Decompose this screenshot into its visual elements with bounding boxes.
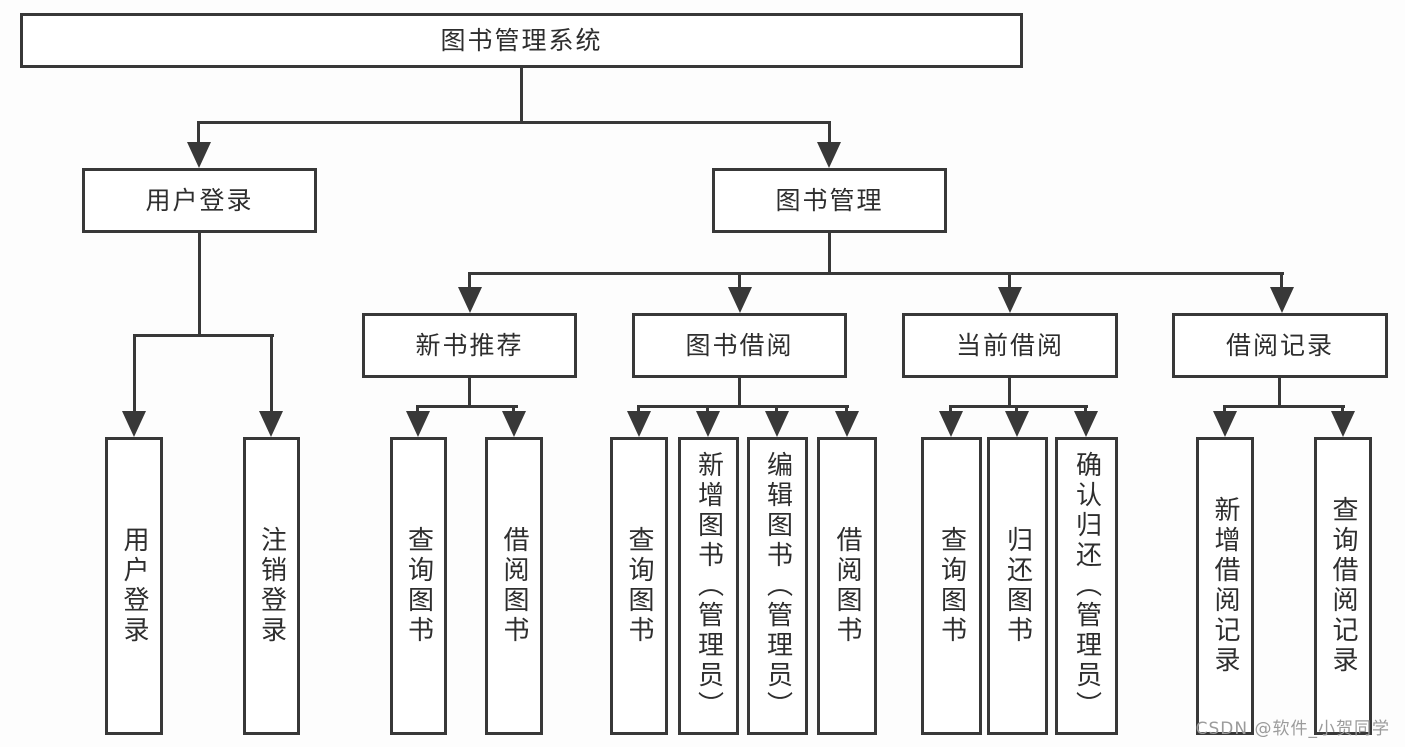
arrow-down-icon (1213, 411, 1237, 437)
arrow-down-icon (406, 411, 430, 437)
connector-line (270, 334, 273, 414)
node-current-borrowing: 当前借阅 (902, 313, 1118, 378)
connector-line (520, 68, 523, 122)
leaf-borrow-books: 借阅图书 (817, 437, 877, 735)
leaf-confirm-return-admin: 确认归还（管理员） (1055, 437, 1118, 735)
connector-line (1223, 405, 1345, 408)
arrow-down-icon (1270, 287, 1294, 313)
node-new-book-recommend: 新书推荐 (362, 313, 577, 378)
connector-line (1278, 378, 1281, 408)
leaf-borrow-books-label: 借阅图书 (832, 526, 862, 646)
leaf-query-books-borrowing-label: 查询图书 (624, 526, 654, 646)
connector-line (133, 334, 136, 414)
leaf-query-books-current-label: 查询图书 (936, 526, 967, 646)
leaf-logout: 注销登录 (243, 437, 300, 735)
leaf-edit-books-admin-label: 编辑图书（管理员） (762, 451, 793, 721)
node-borrow-records: 借阅记录 (1172, 313, 1388, 378)
connector-line (738, 272, 741, 290)
node-root: 图书管理系统 (20, 13, 1023, 68)
leaf-logout-label: 注销登录 (256, 526, 287, 646)
arrow-down-icon (728, 287, 752, 313)
arrow-down-icon (835, 411, 859, 437)
node-book-borrowing-label: 图书借阅 (685, 331, 794, 360)
arrow-down-icon (502, 411, 526, 437)
node-user-login: 用户登录 (82, 168, 317, 233)
leaf-borrow-books-recommend: 借阅图书 (485, 437, 543, 735)
node-root-label: 图书管理系统 (440, 26, 603, 55)
leaf-return-books: 归还图书 (987, 437, 1048, 735)
arrow-down-icon (458, 287, 482, 313)
leaf-user-login-label: 用户登录 (119, 526, 149, 646)
node-new-book-recommend-label: 新书推荐 (415, 331, 524, 360)
connector-line (133, 334, 274, 337)
arrow-down-icon (187, 142, 211, 168)
connector-line (637, 405, 849, 408)
leaf-edit-books-admin: 编辑图书（管理员） (747, 437, 808, 735)
node-current-borrowing-label: 当前借阅 (955, 331, 1064, 360)
leaf-query-borrow-record: 查询借阅记录 (1314, 437, 1372, 735)
node-book-borrowing: 图书借阅 (632, 313, 847, 378)
connector-line (468, 272, 471, 290)
connector-line (828, 233, 831, 275)
arrow-down-icon (817, 142, 841, 168)
leaf-add-borrow-record-label: 新增借阅记录 (1210, 496, 1240, 676)
node-user-login-label: 用户登录 (145, 186, 254, 215)
node-book-management-label: 图书管理 (775, 186, 884, 215)
arrow-down-icon (259, 411, 283, 437)
arrow-down-icon (1331, 411, 1355, 437)
watermark: CSDN @软件_小贺同学 (1195, 719, 1390, 739)
connector-line (416, 405, 518, 408)
connector-line (949, 405, 1088, 408)
leaf-add-books-admin: 新增图书（管理员） (678, 437, 739, 735)
leaf-confirm-return-admin-label: 确认归还（管理员） (1071, 451, 1102, 721)
leaf-add-books-admin-label: 新增图书（管理员） (693, 451, 724, 721)
connector-line (468, 272, 1284, 275)
connector-line (828, 121, 831, 151)
connector-line (197, 121, 831, 124)
connector-line (197, 121, 200, 151)
node-borrow-records-label: 借阅记录 (1225, 331, 1334, 360)
leaf-query-borrow-record-label: 查询借阅记录 (1328, 496, 1358, 676)
leaf-query-books-current: 查询图书 (921, 437, 982, 735)
leaf-query-books-recommend: 查询图书 (390, 437, 447, 735)
node-book-management: 图书管理 (712, 168, 947, 233)
leaf-query-books-borrowing: 查询图书 (610, 437, 668, 735)
connector-line (1008, 272, 1011, 290)
arrow-down-icon (1005, 411, 1029, 437)
leaf-user-login: 用户登录 (105, 437, 163, 735)
leaf-query-books-recommend-label: 查询图书 (403, 526, 434, 646)
arrow-down-icon (939, 411, 963, 437)
arrow-down-icon (696, 411, 720, 437)
leaf-add-borrow-record: 新增借阅记录 (1196, 437, 1254, 735)
connector-line (1280, 272, 1283, 290)
leaf-return-books-label: 归还图书 (1002, 526, 1033, 646)
connector-line (468, 378, 471, 408)
connector-line (198, 233, 201, 337)
connector-line (1008, 378, 1011, 408)
arrow-down-icon (998, 287, 1022, 313)
leaf-borrow-books-recommend-label: 借阅图书 (499, 526, 529, 646)
connector-line (738, 378, 741, 408)
arrow-down-icon (1074, 411, 1098, 437)
arrow-down-icon (122, 411, 146, 437)
arrow-down-icon (627, 411, 651, 437)
arrow-down-icon (765, 411, 789, 437)
